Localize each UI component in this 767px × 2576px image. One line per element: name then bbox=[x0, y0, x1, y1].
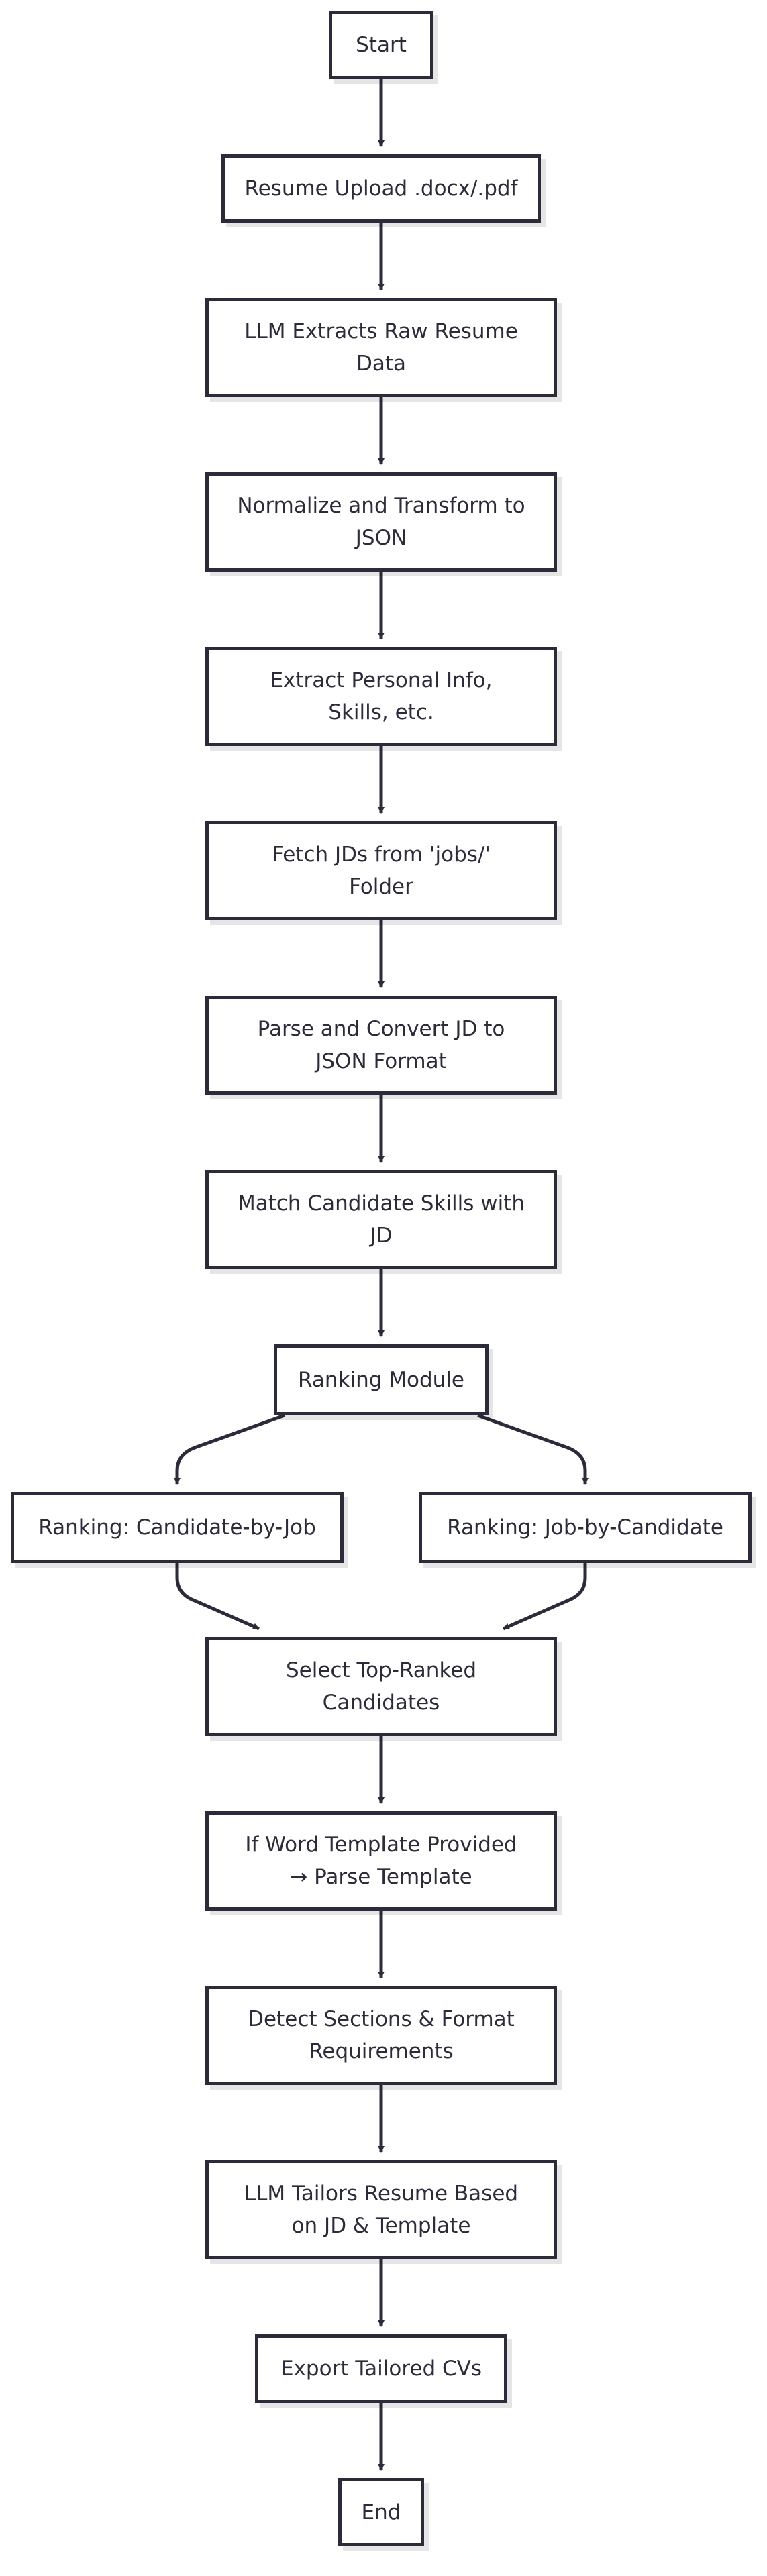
arrow-rank-cbj-select-top bbox=[175, 1563, 260, 1631]
node-export-tailored-cvs: Export Tailored CVs bbox=[255, 2334, 507, 2403]
node-parse-convert-jd: Parse and Convert JD to JSON Format bbox=[205, 996, 557, 1095]
arrow-rank-jbc-select-top bbox=[502, 1563, 587, 1631]
node-llm-tailors-resume: LLM Tailors Resume Based on JD & Templat… bbox=[205, 2160, 557, 2259]
node-start: Start bbox=[329, 11, 433, 79]
node-match-candidate-skills: Match Candidate Skills with JD bbox=[205, 1170, 557, 1269]
arrow-ranking-rank-cbj bbox=[174, 1413, 285, 1485]
node-end: End bbox=[338, 2478, 424, 2546]
arrow-ranking-rank-jbc bbox=[477, 1413, 589, 1485]
node-resume-upload: Resume Upload .docx/.pdf bbox=[221, 154, 541, 223]
node-detect-sections: Detect Sections & Format Requirements bbox=[205, 1986, 557, 2085]
node-word-template: If Word Template Provided → Parse Templa… bbox=[205, 1811, 557, 1911]
node-fetch-jds: Fetch JDs from 'jobs/' Folder bbox=[205, 821, 557, 920]
node-ranking-module: Ranking Module bbox=[274, 1344, 489, 1415]
node-extract-personal-info: Extract Personal Info, Skills, etc. bbox=[205, 647, 557, 746]
node-llm-extracts-raw-resume-data: LLM Extracts Raw Resume Data bbox=[205, 298, 557, 397]
node-ranking-job-by-candidate: Ranking: Job-by-Candidate bbox=[419, 1492, 752, 1563]
node-select-top-ranked: Select Top-Ranked Candidates bbox=[205, 1637, 557, 1736]
node-normalize-transform-json: Normalize and Transform to JSON bbox=[205, 472, 557, 572]
node-ranking-candidate-by-job: Ranking: Candidate-by-Job bbox=[11, 1492, 344, 1563]
